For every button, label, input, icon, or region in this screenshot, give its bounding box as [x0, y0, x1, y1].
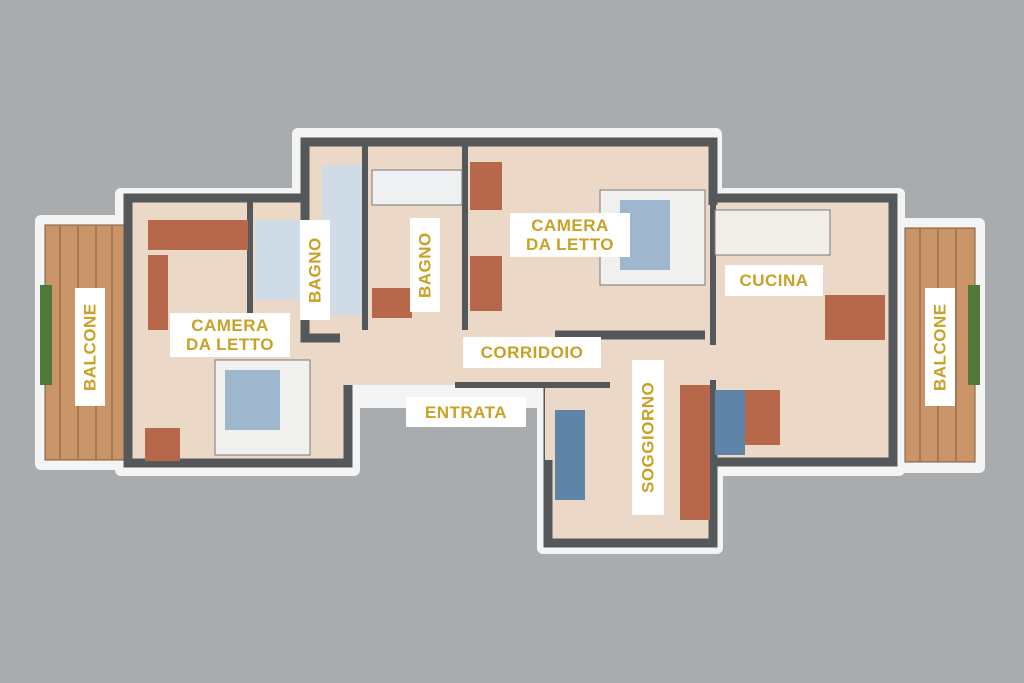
label-balcony-left: BALCONE — [75, 288, 105, 406]
label-corridor: CORRIDOIO — [463, 337, 601, 368]
label-bath-2: BAGNO — [410, 218, 440, 312]
label-bedroom-left-line1: CAMERA — [191, 316, 269, 335]
label-balcony-right: BALCONE — [925, 288, 955, 406]
label-bedroom-left-line2: DA LETTO — [185, 335, 275, 354]
label-living: SOGGIORNO — [632, 360, 664, 515]
label-bedroom-main-line1: CAMERA — [531, 216, 609, 235]
label-bedroom-left: CAMERA DA LETTO — [170, 313, 290, 357]
label-bedroom-main-line2: DA LETTO — [525, 235, 615, 254]
interior-walls — [247, 145, 716, 463]
label-bath-1: BAGNO — [300, 220, 330, 320]
label-entrance: ENTRATA — [406, 397, 526, 427]
label-kitchen: CUCINA — [725, 265, 823, 296]
label-bedroom-main: CAMERA DA LETTO — [510, 213, 630, 257]
